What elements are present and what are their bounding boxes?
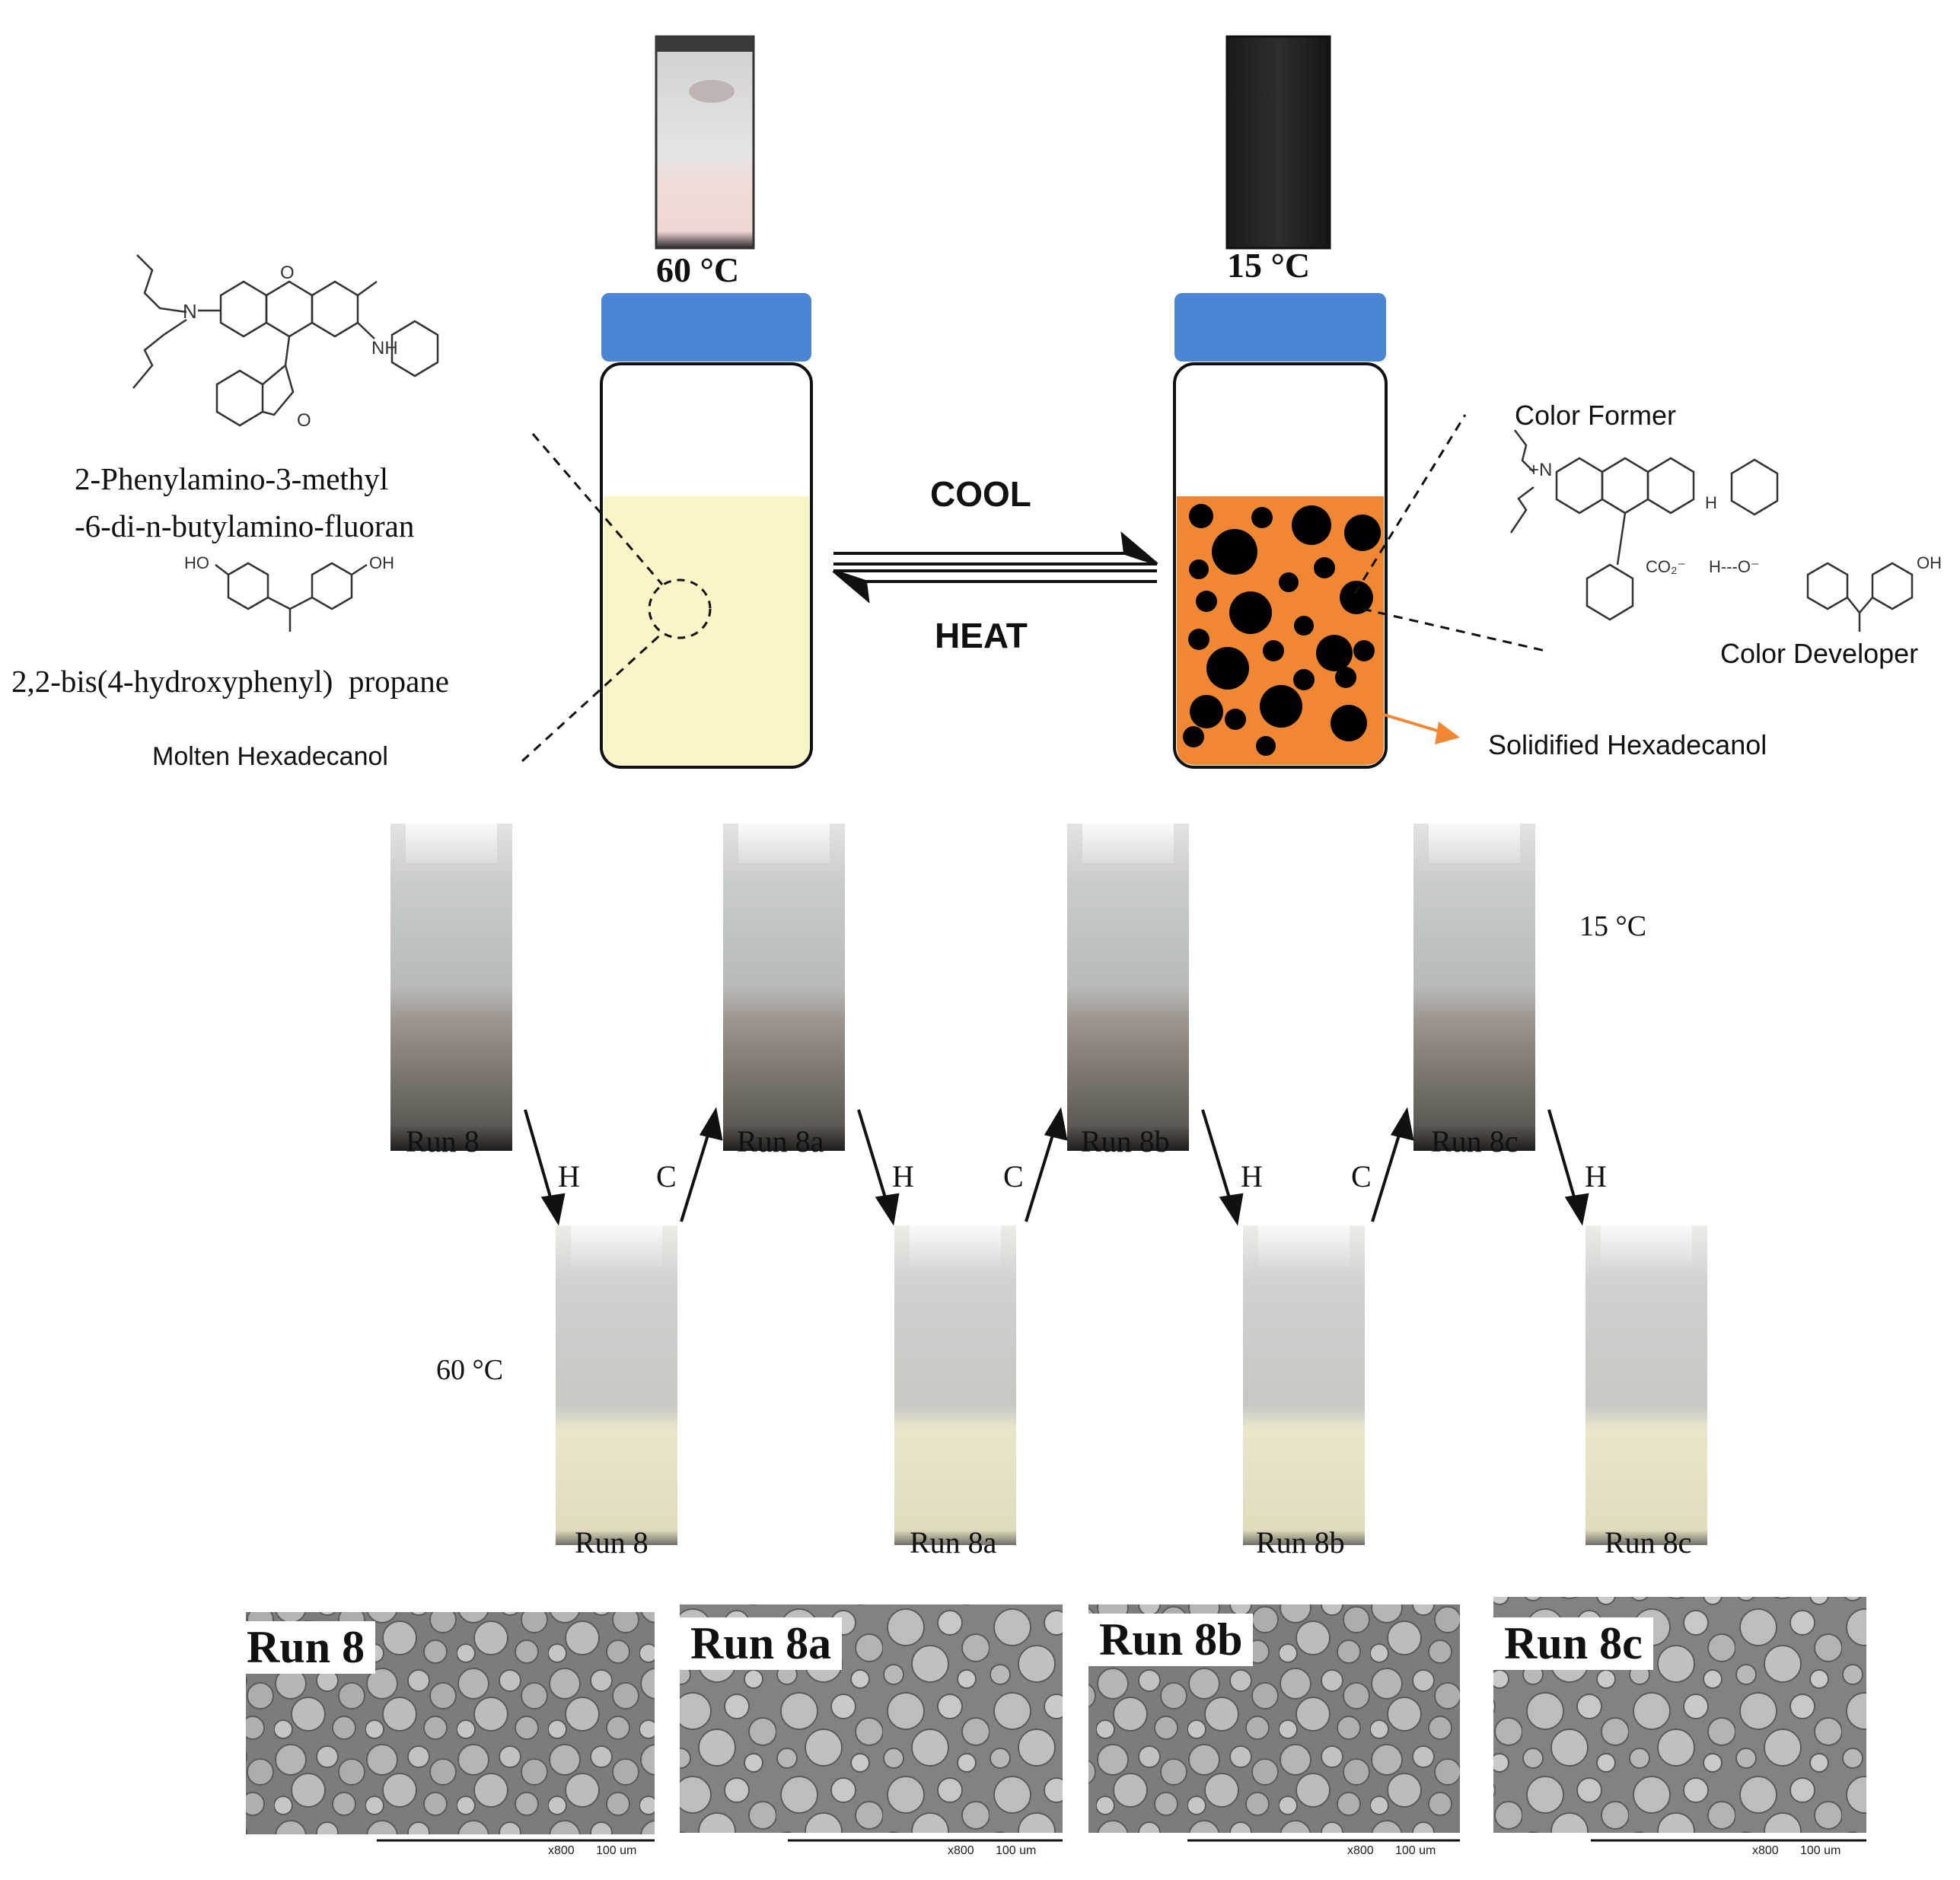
sem-title-run-8b: Run 8b (1088, 1614, 1254, 1666)
bisphenol-structure (215, 562, 368, 632)
sem-mag-run-8c: x800 (1752, 1844, 1779, 1857)
svg-text:OH: OH (369, 553, 394, 572)
zoom-circle (648, 578, 712, 639)
svg-text:O: O (280, 263, 295, 283)
hot-temp-label: 60 °C (656, 250, 740, 289)
top-run-label-8: Run 8 (406, 1124, 480, 1158)
cycle-photos (390, 824, 1707, 1545)
cold-temp-label: 15 °C (1227, 246, 1311, 285)
colored-complex-structure (1509, 429, 1914, 632)
top-run-label-8b: Run 8b (1081, 1124, 1170, 1158)
top-run-label-8c: Run 8c (1431, 1124, 1519, 1158)
heat-letter-1: H (558, 1159, 580, 1193)
cold-vial-cap (1174, 293, 1386, 362)
molten-hexadecanol-label: Molten Hexadecanol (152, 742, 388, 771)
svg-text:NH: NH (371, 338, 398, 358)
bottom-run-label-8c: Run 8c (1605, 1525, 1692, 1560)
color-developer-label: Color Developer (1720, 638, 1919, 669)
equilibrium-arrows (832, 531, 1158, 604)
cycle-bottom-temp: 60 °C (436, 1354, 504, 1386)
cold-jar-run-8b (1067, 824, 1189, 1151)
cycle-top-temp: 15 °C (1579, 910, 1647, 942)
bottom-run-label-8: Run 8 (575, 1525, 649, 1560)
svg-text:H---O⁻: H---O⁻ (1709, 557, 1760, 576)
sem-mag-run-8b: x800 (1347, 1844, 1374, 1857)
color-complex-particles (1183, 504, 1381, 756)
svg-text:+N: +N (1528, 460, 1552, 480)
sem-scale-run-8c: 100 um (1800, 1844, 1841, 1857)
developer-name: 2,2-bis(4-hydroxyphenyl) propane (11, 664, 450, 699)
hot-jar-run-8a (894, 1225, 1016, 1545)
sem-mag-run-8: x800 (548, 1844, 575, 1857)
cold-jar-run-8a (723, 824, 845, 1151)
heat-letter-3: H (1241, 1159, 1263, 1193)
heat-letter-2: H (892, 1159, 914, 1193)
svg-text:CO₂⁻: CO₂⁻ (1646, 557, 1686, 576)
hot-jar-run-8c (1586, 1225, 1707, 1545)
hot-vial-cap (601, 293, 811, 362)
sem-scale-run-8b: 100 um (1395, 1844, 1436, 1857)
heat-letter-4: H (1585, 1159, 1607, 1193)
sem-title-run-8a: Run 8a (680, 1617, 843, 1670)
color-former-name-line2: -6-di-n-butylamino-fluoran (75, 508, 415, 543)
bottom-run-label-8a: Run 8a (910, 1525, 997, 1560)
top-scheme: N O NH O HO OH +N H CO₂⁻ H---O⁻ OH (132, 35, 1942, 769)
svg-text:N: N (183, 300, 197, 323)
svg-text:O: O (297, 410, 311, 431)
cold-jar-run-8 (390, 824, 512, 1151)
svg-text:H: H (1705, 493, 1717, 512)
cool-letter-3: C (1351, 1159, 1372, 1193)
sem-mag-run-8a: x800 (948, 1844, 974, 1857)
top-run-label-8a: Run 8a (737, 1124, 824, 1158)
svg-text:OH: OH (1917, 553, 1942, 572)
fluoran-structure (132, 254, 439, 427)
cool-letter-2: C (1003, 1159, 1024, 1193)
cool-label: COOL (930, 474, 1031, 514)
solidified-hexadecanol-label: Solidified Hexadecanol (1488, 729, 1767, 760)
cycle-arrows (524, 1107, 1589, 1226)
cold-jar-run-8c (1413, 824, 1535, 1151)
sem-scale-run-8: 100 um (596, 1844, 637, 1857)
sem-title-run-8: Run 8 (236, 1621, 376, 1674)
hot-jar-run-8 (556, 1225, 677, 1545)
sem-scale-run-8a: 100 um (996, 1844, 1037, 1857)
heat-label: HEAT (935, 616, 1028, 655)
molten-hexadecanol-fill (604, 496, 809, 765)
color-former-label: Color Former (1515, 400, 1677, 431)
svg-text:HO: HO (184, 553, 209, 572)
bottom-run-label-8b: Run 8b (1256, 1525, 1345, 1560)
hot-jar-run-8b (1243, 1225, 1365, 1545)
sem-title-run-8c: Run 8c (1493, 1617, 1653, 1670)
cool-letter-1: C (656, 1159, 677, 1193)
color-former-name-line1: 2-Phenylamino-3-methyl (75, 461, 389, 496)
cold-vial-photo (1225, 35, 1331, 250)
hot-vial-photo (655, 35, 755, 250)
